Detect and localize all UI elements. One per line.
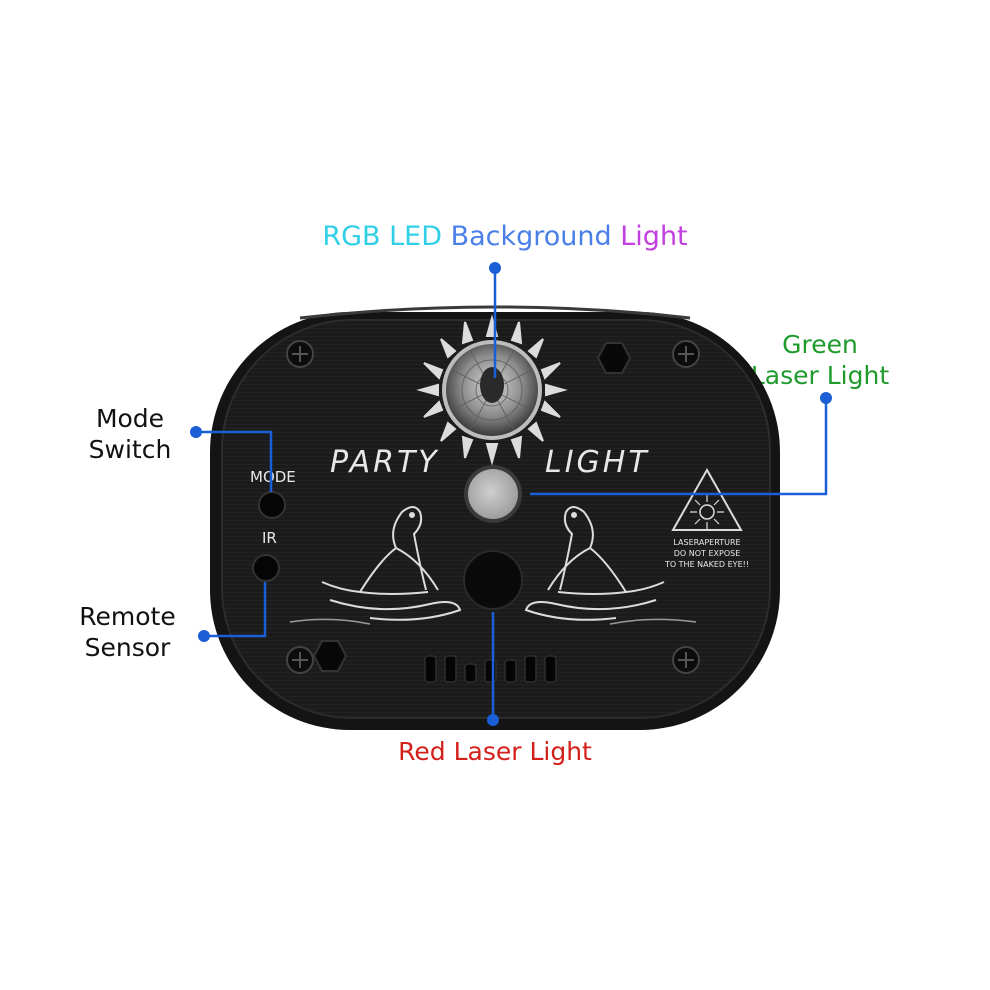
- seal-icon: [524, 506, 665, 621]
- warning-text-line1: LASERAPERTURE: [673, 538, 740, 547]
- callout-dot-rgb: [489, 262, 501, 274]
- mode-switch-button[interactable]: [258, 491, 286, 519]
- warning-text-line3: TO THE NAKED EYE!!: [664, 560, 749, 569]
- remote-label-line2: Sensor: [84, 633, 171, 662]
- rgb-label-part2: Background: [450, 221, 621, 252]
- hex-nut: [596, 342, 632, 374]
- warning-text-line2: DO NOT EXPOSE: [674, 549, 741, 558]
- callout-dot-red: [487, 714, 499, 726]
- remote-label-line1: Remote: [79, 602, 176, 631]
- green-label-line1: Green: [782, 330, 858, 359]
- rgb-label-part1: RGB LED: [322, 221, 451, 252]
- screw-icon: [672, 646, 700, 674]
- callout-dot-green: [820, 392, 832, 404]
- callout-dot-mode: [190, 426, 202, 438]
- screw-icon: [286, 646, 314, 674]
- red-laser-aperture: [463, 550, 523, 610]
- mode-panel-text: MODE: [250, 468, 296, 486]
- rgb-label-part3: Light: [620, 221, 688, 252]
- seal-icon: [321, 506, 462, 621]
- remote-sensor-label: Remote Sensor: [50, 601, 205, 663]
- mode-label-line2: Switch: [88, 435, 172, 464]
- ir-remote-sensor: [252, 554, 280, 582]
- green-laser-light-label: Green Laser Light: [730, 329, 910, 391]
- vent-grille: [424, 655, 557, 683]
- red-laser-light-label: Red Laser Light: [398, 737, 592, 766]
- green-laser-aperture: [464, 465, 522, 523]
- mode-label-line1: Mode: [95, 404, 165, 433]
- mode-switch-label: Mode Switch: [60, 403, 200, 465]
- laser-warning-icon: [671, 467, 743, 531]
- sun-lens-icon: [416, 314, 568, 466]
- ir-panel-text: IR: [262, 529, 277, 547]
- rgb-led-background-light-label: RGB LED Background Light: [295, 221, 715, 252]
- screw-icon: [286, 340, 314, 368]
- hex-nut: [312, 640, 348, 672]
- wave-engraving: [289, 618, 697, 625]
- brand-text-party: PARTY: [330, 445, 440, 480]
- green-label-line2: Laser Light: [750, 361, 890, 390]
- callout-dot-remote: [198, 630, 210, 642]
- screw-icon: [672, 340, 700, 368]
- callout-lines: [190, 262, 832, 726]
- brand-text-light: LIGHT: [545, 445, 650, 480]
